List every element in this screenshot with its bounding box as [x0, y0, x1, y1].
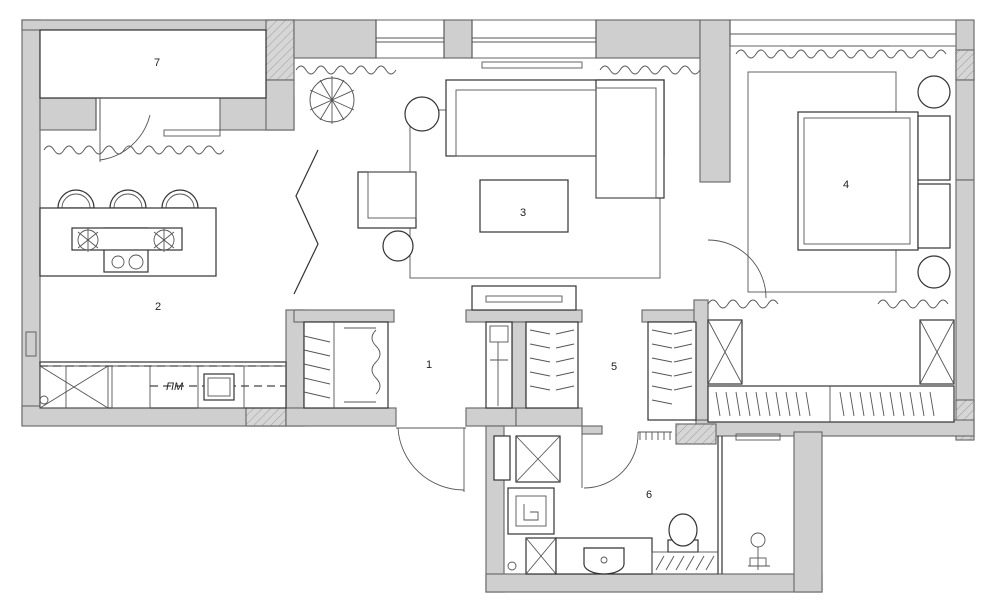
bar-stool: [109, 189, 147, 209]
room-7-balcony: [39, 29, 267, 162]
door-swing-icon: [707, 239, 767, 299]
door-swing-icon: [99, 114, 151, 161]
wardrobe-icon: [303, 321, 389, 409]
plant-icon: [309, 76, 355, 124]
room-label-4: 4: [843, 179, 849, 191]
room-6-bathroom: 6: [493, 433, 781, 575]
bar-stool: [161, 189, 199, 209]
room-label-1: 1: [426, 359, 432, 371]
tv-icon: [471, 285, 577, 311]
door-swing-icon: [397, 427, 465, 491]
kitchen-mark: ПМ: [166, 381, 184, 393]
wardrobe-icon: [707, 385, 955, 423]
plant-icon: [77, 228, 175, 252]
room-4-bedroom: 4: [707, 49, 955, 423]
room-label-6: 6: [646, 489, 652, 501]
sink-icon: [203, 373, 235, 401]
shower-icon: [748, 532, 770, 570]
room-1-hall: 1: [303, 321, 513, 492]
coffee-table: [479, 179, 569, 233]
outer-walls: [21, 19, 975, 593]
room-label-7: 7: [154, 57, 160, 69]
washing-machine-icon: [507, 487, 555, 535]
sink-icon: [583, 547, 625, 575]
room-3-living: 3: [293, 61, 701, 311]
room-label-5: 5: [611, 361, 617, 373]
room-2-kitchen: ПМ: [25, 189, 287, 409]
door-swing-icon: [583, 431, 639, 489]
kitchen-curtain: [43, 145, 225, 155]
room-5-corridor: 5: [525, 321, 697, 489]
armchair: [357, 171, 417, 229]
bed: [797, 111, 919, 251]
room-label-2: 2: [155, 301, 161, 313]
room-label-3: 3: [520, 207, 526, 219]
toilet-icon: [667, 513, 699, 553]
bar-stool: [57, 189, 95, 209]
